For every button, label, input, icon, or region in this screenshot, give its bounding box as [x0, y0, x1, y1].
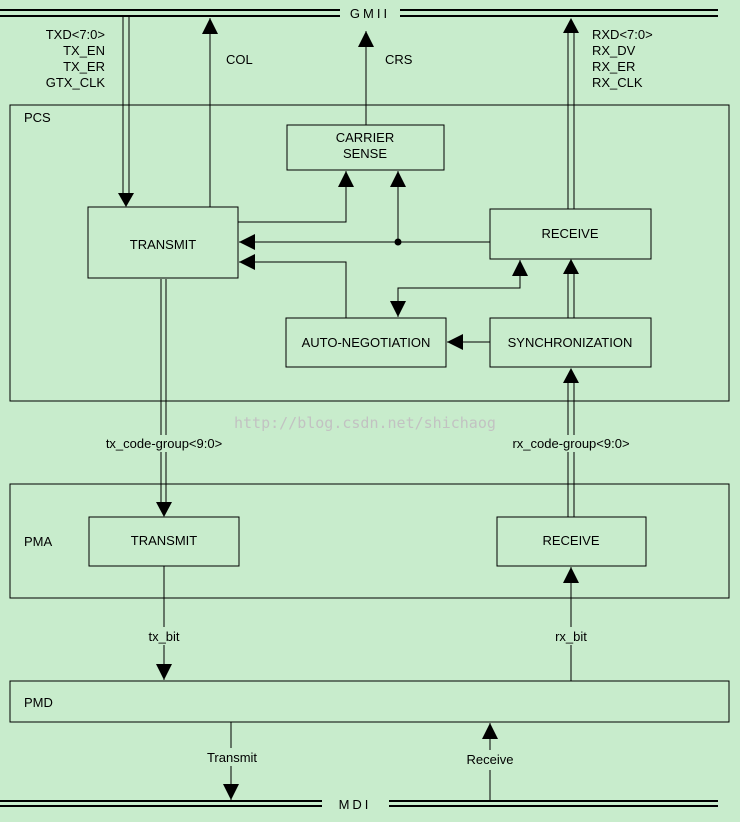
gmii-tx-to-pcs-transmit-connector	[118, 17, 134, 207]
pmd-layer	[9, 680, 730, 723]
col-label: COL	[226, 52, 253, 67]
mdi-receive-label: Receive	[467, 752, 514, 767]
synchronization-to-receive-connector	[563, 259, 579, 318]
mdi-label: MDI	[339, 797, 372, 812]
signal-gtx-clk: GTX_CLK	[46, 75, 106, 90]
rx-code-group-label: rx_code-group<9:0>	[512, 436, 629, 451]
pcs-receive-label: RECEIVE	[541, 226, 598, 241]
pma-transmit-label: TRANSMIT	[131, 533, 198, 548]
tx-code-group-label: tx_code-group<9:0>	[106, 436, 222, 451]
carrier-sense-line1: CARRIER	[336, 130, 395, 145]
pcs-label: PCS	[24, 110, 51, 125]
rx-bit-label: rx_bit	[555, 629, 587, 644]
watermark-text: http://blog.csdn.net/shichaog	[234, 414, 496, 432]
synchronization-label: SYNCHRONIZATION	[508, 335, 633, 350]
pcs-transmit-block	[87, 206, 239, 279]
signal-rxd: RXD<7:0>	[592, 27, 653, 42]
gmii-bus	[0, 9, 718, 17]
crs-label: CRS	[385, 52, 413, 67]
signal-rx-clk: RX_CLK	[592, 75, 643, 90]
gmii-tx-signal-list: TXD<7:0> TX_EN TX_ER GTX_CLK	[46, 27, 106, 90]
receive-to-auto-negotiation-connector	[390, 287, 520, 317]
junction-dot	[394, 238, 402, 246]
signal-rx-er: RX_ER	[592, 59, 635, 74]
pcs-transmit-label: TRANSMIT	[130, 237, 197, 252]
auto-negotiation-to-transmit-connector	[239, 254, 347, 318]
auto-negotiation-label: AUTO-NEGOTIATION	[302, 335, 431, 350]
signal-txd: TXD<7:0>	[46, 27, 105, 42]
pmd-label: PMD	[24, 695, 53, 710]
signal-rx-dv: RX_DV	[592, 43, 636, 58]
pma-layer	[9, 483, 730, 599]
pcs-auto-negotiation-block	[285, 317, 447, 368]
gmii-rx-signal-list: RXD<7:0> RX_DV RX_ER RX_CLK	[592, 27, 653, 90]
tx-bit-label: tx_bit	[148, 629, 179, 644]
mdi-bus	[0, 800, 718, 807]
pma-receive-label: RECEIVE	[542, 533, 599, 548]
pcs-receive-block	[489, 208, 652, 260]
pcs-layer	[9, 104, 730, 402]
carrier-sense-line2: SENSE	[343, 146, 387, 161]
mdi-transmit-label: Transmit	[207, 750, 257, 765]
pcs-receive-to-gmii-connector	[563, 18, 579, 209]
signal-tx-er: TX_ER	[63, 59, 105, 74]
tx-code-group-connector	[156, 279, 172, 517]
pma-receive-block	[496, 516, 647, 567]
transmit-to-carrier-sense-connector	[238, 171, 354, 223]
rx-code-group-connector	[563, 368, 579, 517]
signal-tx-en: TX_EN	[63, 43, 105, 58]
gmii-label: GMII	[350, 6, 390, 21]
pma-label: PMA	[24, 534, 53, 549]
